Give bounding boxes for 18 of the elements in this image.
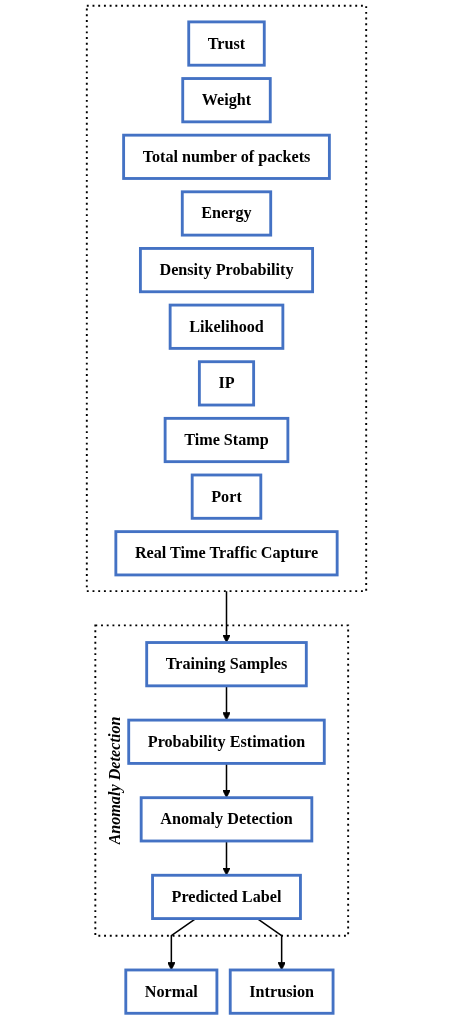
node-box: Anomaly Detection — [139, 796, 314, 843]
node-box: Probability Estimation — [127, 718, 326, 765]
node-box: Real Time Traffic Capture — [114, 530, 339, 577]
node-box: IP — [197, 360, 256, 407]
arrow — [222, 590, 231, 643]
node-box: Trust — [187, 20, 266, 67]
node-box: Intrusion — [228, 968, 335, 1015]
node-box: Predicted Label — [151, 873, 302, 920]
node-box: Training Samples — [145, 641, 308, 688]
node-box: Time Stamp — [163, 416, 290, 464]
node-box: Density Probability — [139, 247, 314, 294]
node-box: Weight — [181, 77, 272, 124]
node-box: Port — [190, 473, 263, 520]
node-box: Normal — [124, 968, 219, 1015]
node-box: Likelihood — [168, 303, 285, 350]
node-box: Energy — [180, 190, 273, 237]
arrow — [222, 685, 231, 721]
node-box: Total number of packets — [122, 133, 331, 180]
